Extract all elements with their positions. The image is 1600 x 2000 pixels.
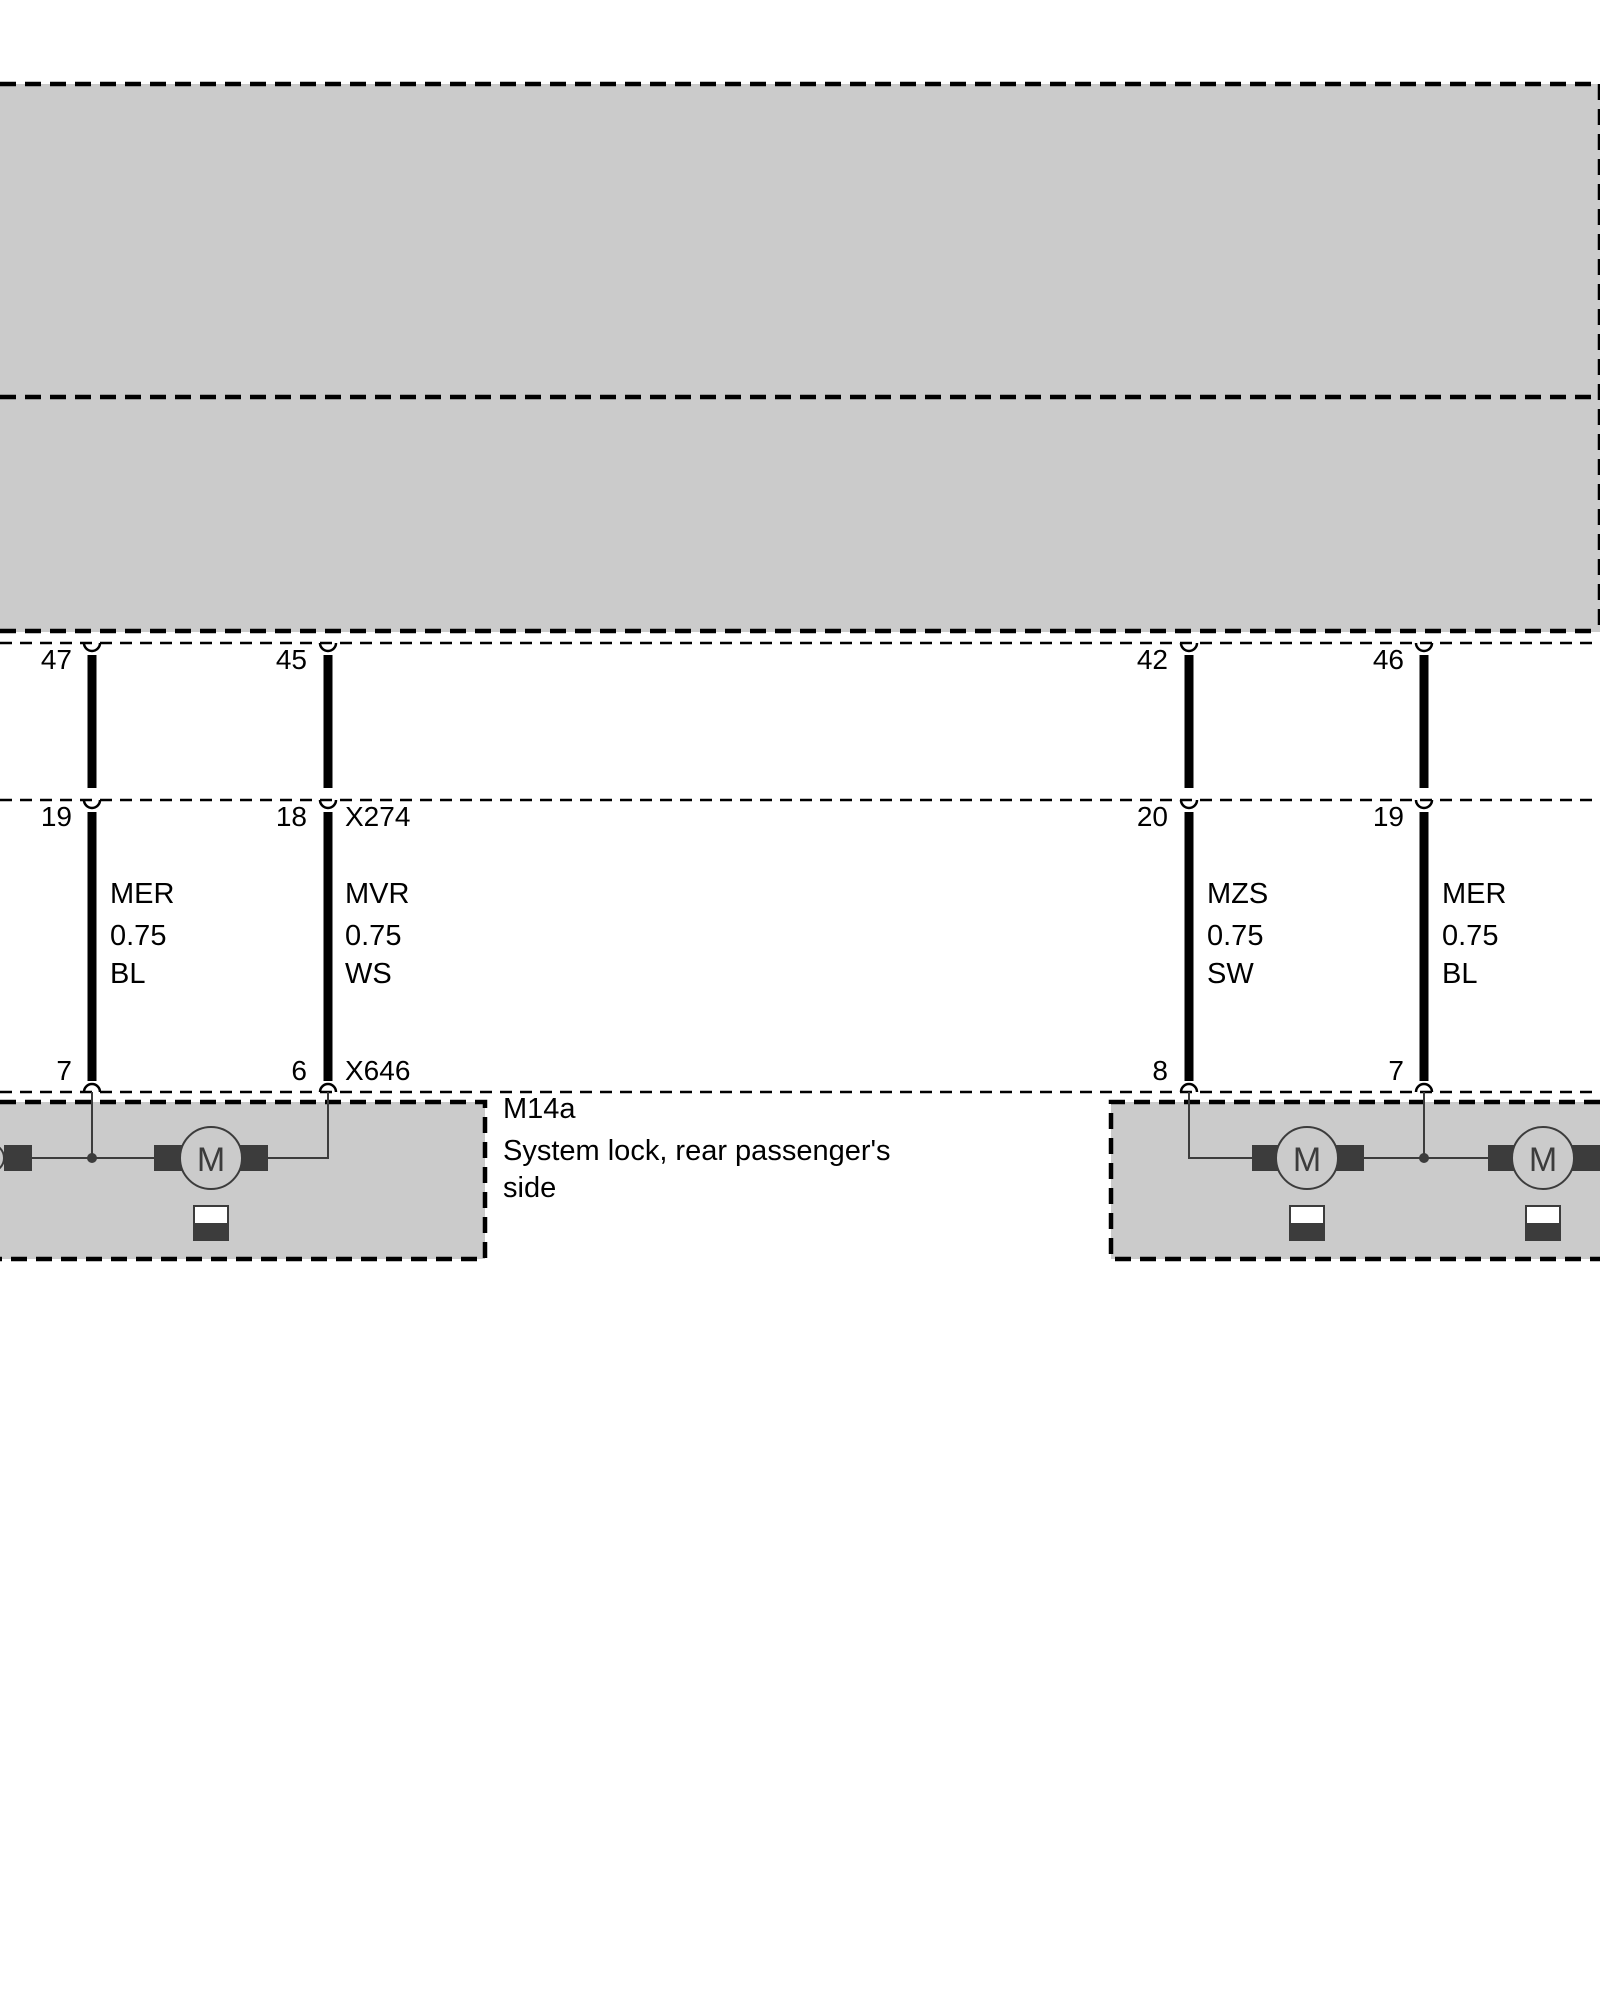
x646-connector-label: X646 [345, 1055, 410, 1086]
x646-pin-6: 6 [291, 1055, 307, 1086]
wire-signal: MER [110, 878, 174, 910]
splice-dot-icon [1419, 1153, 1429, 1163]
wire-segments-lower [87, 812, 1429, 1081]
motor-icon: M [154, 1126, 268, 1190]
x274-connector-label: X274 [345, 801, 410, 832]
wire-label-2: MVR 0.75 WS [345, 878, 409, 990]
wire-color: WS [345, 958, 392, 990]
x646-pin-7: 7 [56, 1055, 72, 1086]
motor-symbol: M [1293, 1141, 1321, 1179]
cu-pin-46: 46 [1373, 644, 1404, 675]
motor-symbol: M [197, 1141, 225, 1179]
x646-pin-7b: 7 [1388, 1055, 1404, 1086]
wire-size: 0.75 [1442, 920, 1498, 952]
cu-pin-45: 45 [276, 644, 307, 675]
x274-pin-19: 19 [41, 801, 72, 832]
motor-icon: M [1252, 1126, 1364, 1190]
wire-signal: MVR [345, 878, 409, 910]
x274-pin-18: 18 [276, 801, 307, 832]
wire-segments-upper [87, 655, 1429, 788]
component-description-line1: System lock, rear passenger's [503, 1135, 891, 1167]
motor-icon: M [1488, 1126, 1600, 1190]
actuator-lock-icon [193, 1205, 229, 1241]
wire-size: 0.75 [345, 920, 401, 952]
component-description-line2: side [503, 1172, 556, 1204]
wire-size: 0.75 [1207, 920, 1263, 952]
control-unit [0, 81, 1600, 634]
splice-dot-icon [87, 1153, 97, 1163]
wire-size: 0.75 [110, 920, 166, 952]
x646-pin-8: 8 [1152, 1055, 1168, 1086]
component-id: M14a [503, 1093, 576, 1125]
pin-terminals [82, 642, 1434, 1093]
cu-pin-42: 42 [1137, 644, 1168, 675]
wire-color: SW [1207, 958, 1254, 990]
motor-icon [0, 1145, 32, 1171]
x274-pin-19b: 19 [1373, 801, 1404, 832]
motor-symbol: M [1529, 1141, 1557, 1179]
actuator-lock-icon [1289, 1205, 1325, 1241]
wire-color: BL [1442, 958, 1477, 990]
wire-color: BL [110, 958, 145, 990]
wire-label-1: MER 0.75 BL [110, 878, 174, 990]
wire-label-3: MZS 0.75 SW [1207, 878, 1268, 990]
cu-pin-47: 47 [41, 644, 72, 675]
component-right: M M [1108, 1092, 1600, 1262]
component-m14a: M [0, 1092, 488, 1262]
actuator-lock-icon [1525, 1205, 1561, 1241]
wire-label-4: MER 0.75 BL [1442, 878, 1506, 990]
wire-signal: MER [1442, 878, 1506, 910]
x274-pin-20: 20 [1137, 801, 1168, 832]
wire-signal: MZS [1207, 878, 1268, 910]
